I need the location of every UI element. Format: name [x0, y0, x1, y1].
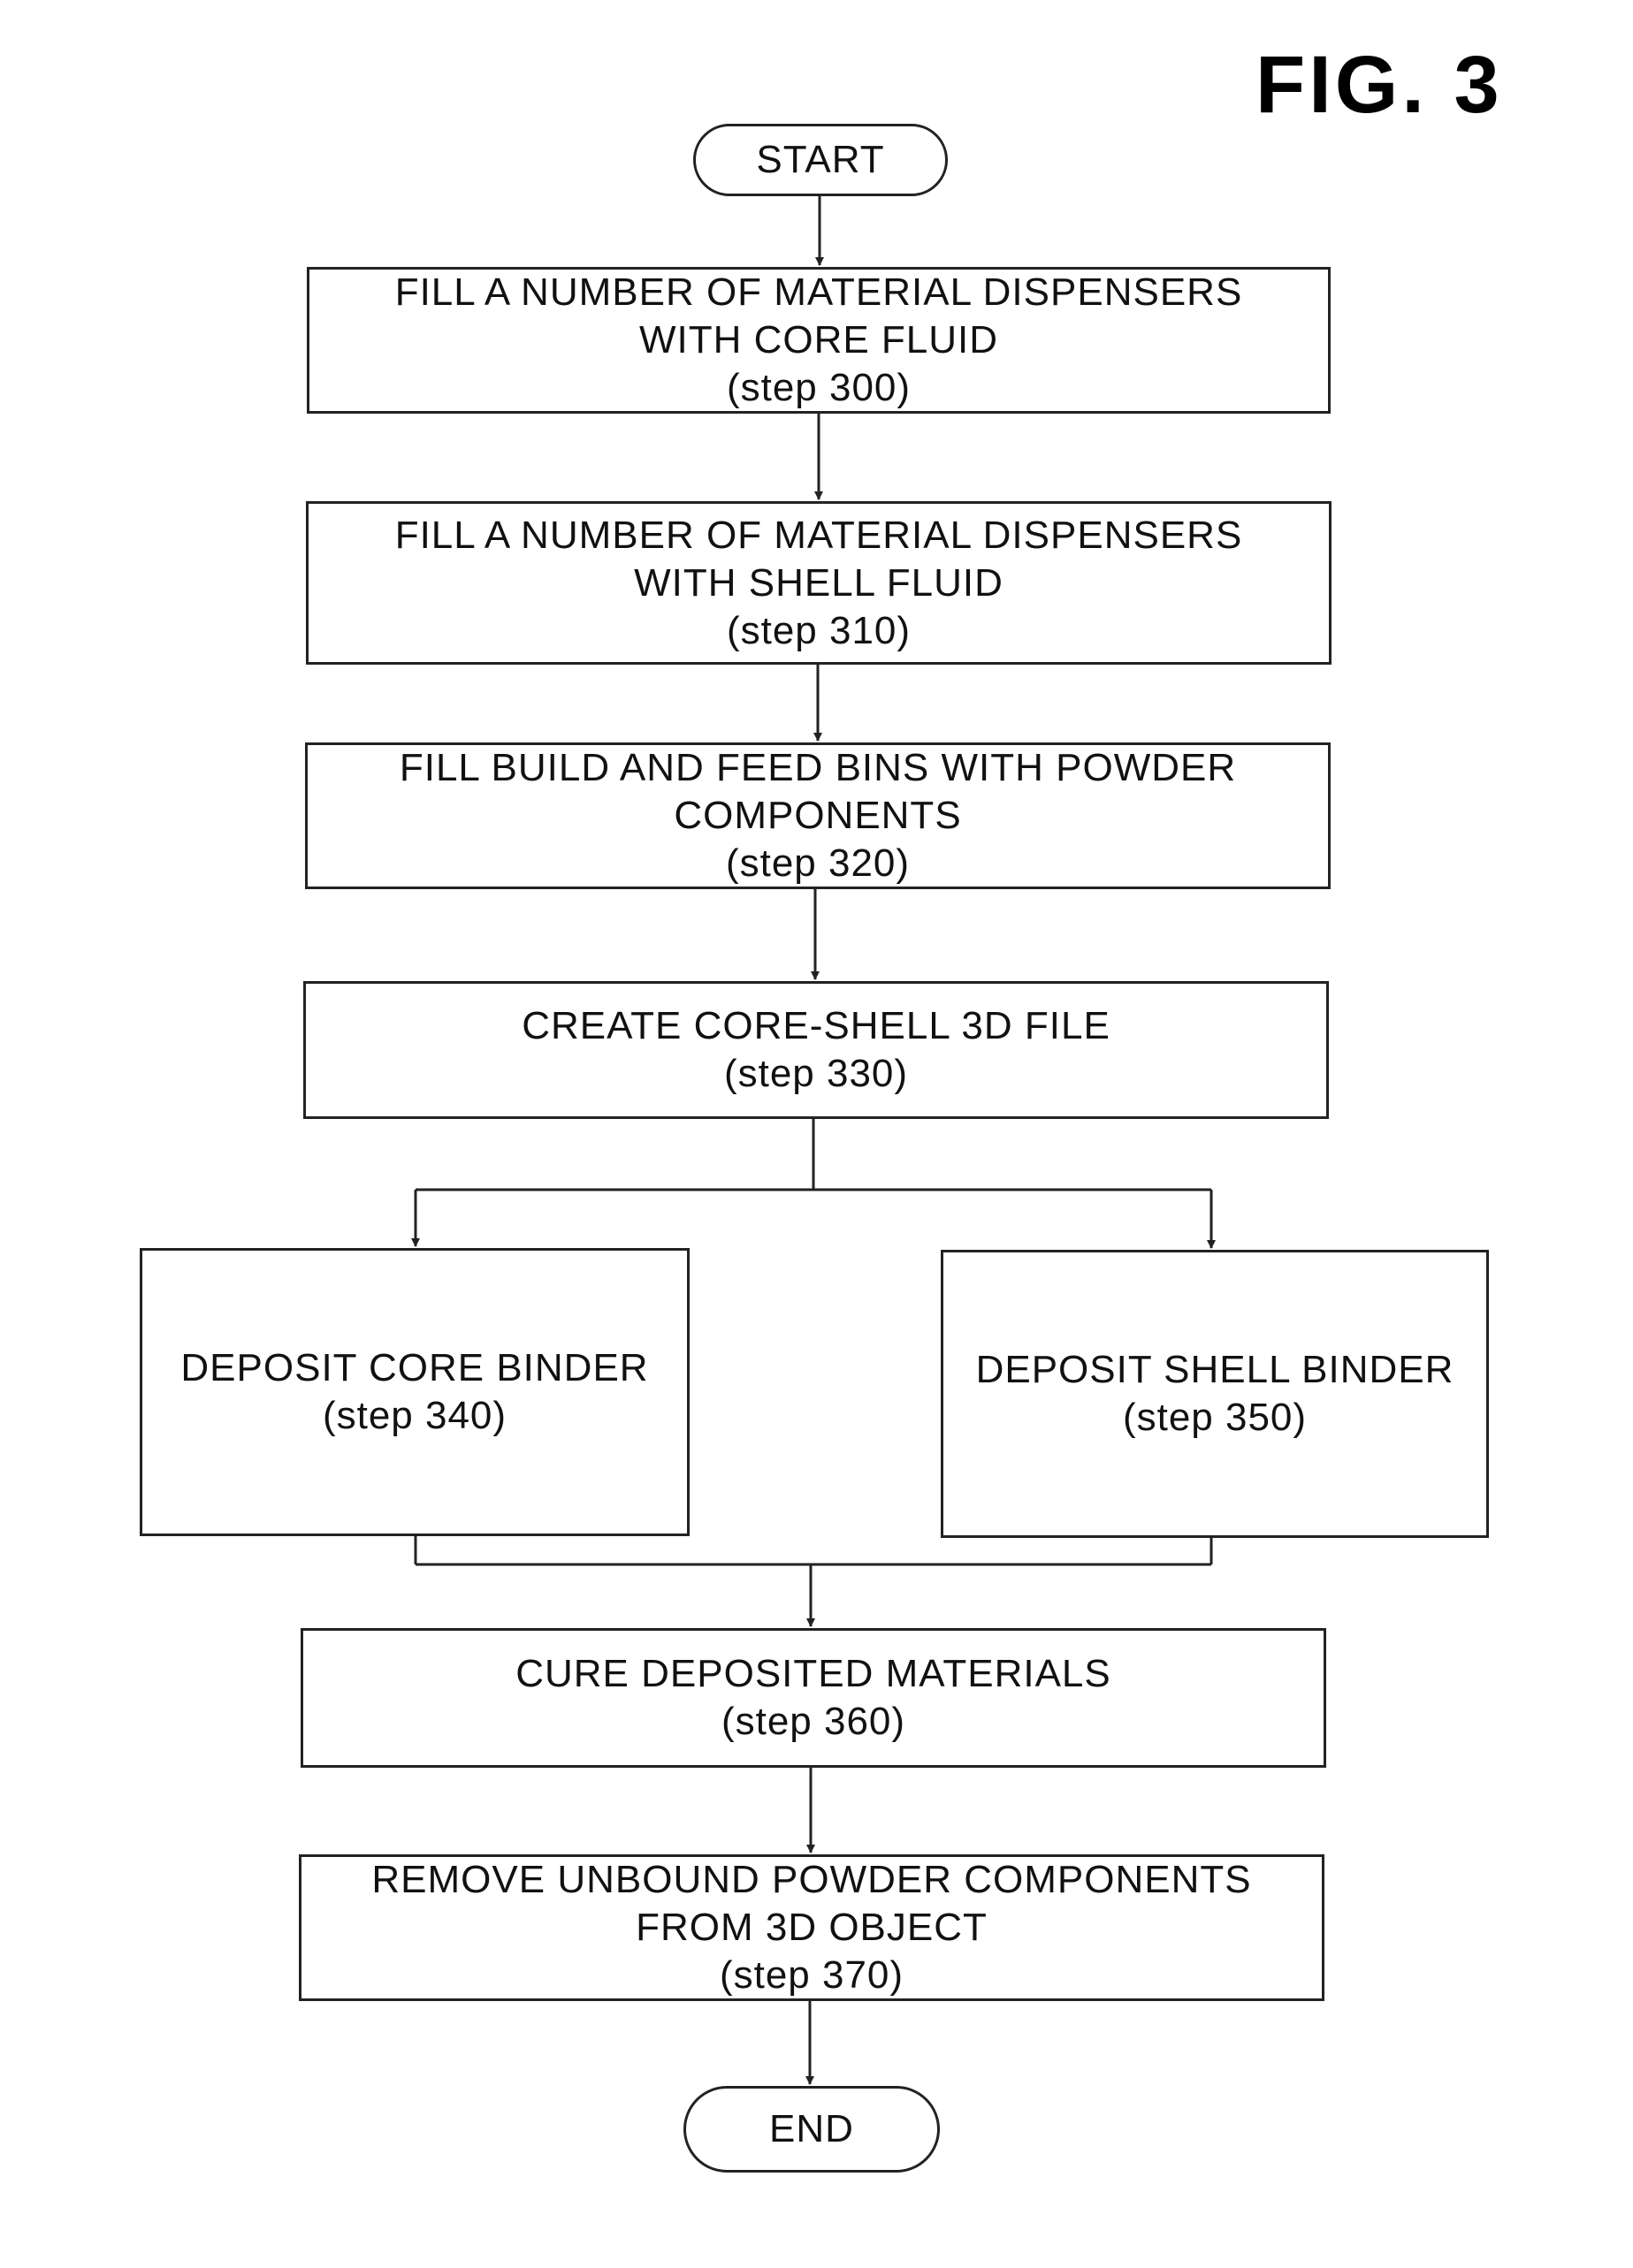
- step-300-text-line-1: FILL A NUMBER OF MATERIAL DISPENSERS: [395, 269, 1243, 316]
- step-310-ref: (step 310): [727, 607, 911, 655]
- step-340-text-line-1: DEPOSIT CORE BINDER: [180, 1344, 648, 1392]
- start-label: START: [756, 136, 884, 184]
- step-320-ref: (step 320): [726, 840, 910, 887]
- step-300-box: FILL A NUMBER OF MATERIAL DISPENSERS WIT…: [307, 267, 1331, 414]
- step-360-ref: (step 360): [721, 1698, 905, 1746]
- step-320-text-line-2: COMPONENTS: [674, 792, 961, 840]
- step-320-box: FILL BUILD AND FEED BINS WITH POWDER COM…: [305, 742, 1331, 889]
- end-label: END: [769, 2105, 854, 2153]
- step-310-text-line-2: WITH SHELL FLUID: [634, 559, 1003, 607]
- step-360-text-line-1: CURE DEPOSITED MATERIALS: [515, 1650, 1111, 1698]
- step-310-text-line-1: FILL A NUMBER OF MATERIAL DISPENSERS: [395, 512, 1243, 559]
- step-340-box: DEPOSIT CORE BINDER (step 340): [140, 1248, 690, 1536]
- step-310-box: FILL A NUMBER OF MATERIAL DISPENSERS WIT…: [306, 501, 1332, 665]
- step-350-text-line-1: DEPOSIT SHELL BINDER: [976, 1346, 1454, 1394]
- step-370-text-line-1: REMOVE UNBOUND POWDER COMPONENTS: [371, 1856, 1251, 1904]
- step-370-text-line-2: FROM 3D OBJECT: [636, 1904, 988, 1952]
- start-terminal: START: [693, 124, 948, 196]
- step-370-box: REMOVE UNBOUND POWDER COMPONENTS FROM 3D…: [299, 1854, 1324, 2001]
- step-340-ref: (step 340): [323, 1392, 507, 1440]
- end-terminal: END: [683, 2086, 940, 2173]
- step-330-ref: (step 330): [724, 1050, 908, 1098]
- step-300-text-line-2: WITH CORE FLUID: [639, 316, 998, 364]
- step-350-box: DEPOSIT SHELL BINDER (step 350): [941, 1250, 1489, 1538]
- step-370-ref: (step 370): [720, 1952, 904, 1999]
- step-350-ref: (step 350): [1123, 1394, 1307, 1442]
- step-320-text-line-1: FILL BUILD AND FEED BINS WITH POWDER: [400, 744, 1236, 792]
- step-330-text-line-1: CREATE CORE-SHELL 3D FILE: [522, 1002, 1110, 1050]
- step-360-box: CURE DEPOSITED MATERIALS (step 360): [301, 1628, 1326, 1768]
- step-300-ref: (step 300): [727, 364, 911, 412]
- step-330-box: CREATE CORE-SHELL 3D FILE (step 330): [303, 981, 1329, 1119]
